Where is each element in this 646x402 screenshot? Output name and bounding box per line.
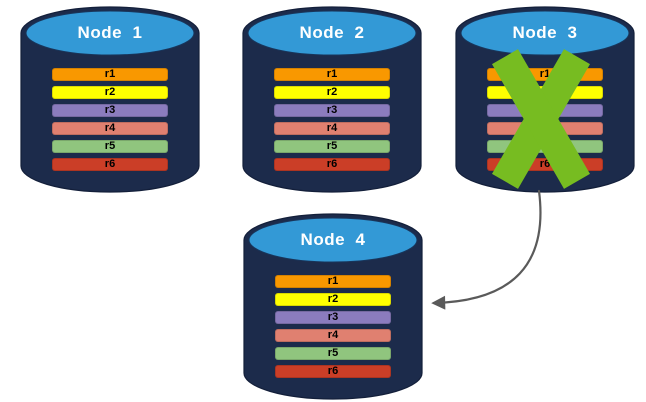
row-label: r6 (326, 158, 338, 170)
replica-rows: r1 r2 r3 r4 r5 r6 (487, 68, 603, 176)
replica-row: r4 (52, 122, 168, 135)
replica-row: r6 (52, 158, 168, 171)
replica-row: r3 (275, 311, 391, 324)
node-title: Node 1 (77, 23, 143, 42)
replica-row: r4 (274, 122, 390, 135)
replica-row: r5 (487, 140, 603, 153)
row-label: r3 (104, 104, 116, 116)
replica-row: r3 (52, 104, 168, 117)
row-label: r2 (104, 86, 116, 98)
row-label: r5 (104, 140, 116, 152)
replica-row: r1 (52, 68, 168, 81)
row-label: r1 (104, 68, 116, 80)
row-label: r3 (539, 104, 551, 116)
node-3: Node 3 r1 r2 r3 r4 r5 r6 (455, 5, 635, 193)
node-4: Node 4 r1 r2 r3 r4 r5 r6 (243, 212, 423, 400)
replica-row: r4 (275, 329, 391, 342)
row-label: r4 (326, 122, 338, 134)
row-label: r5 (327, 347, 339, 359)
replica-row: r2 (52, 86, 168, 99)
replica-row: r2 (274, 86, 390, 99)
replica-row: r1 (274, 68, 390, 81)
row-label: r5 (326, 140, 338, 152)
replica-row: r5 (52, 140, 168, 153)
row-label: r6 (327, 365, 339, 377)
cylinder-top-face (25, 10, 195, 56)
replica-row: r2 (487, 86, 603, 99)
replica-row: r6 (274, 158, 390, 171)
replica-row: r6 (487, 158, 603, 171)
replica-row: r3 (274, 104, 390, 117)
row-label: r1 (326, 68, 338, 80)
row-label: r3 (326, 104, 338, 116)
node-title: Node 2 (299, 23, 365, 42)
row-label: r2 (326, 86, 338, 98)
replica-row: r1 (487, 68, 603, 81)
replica-row: r3 (487, 104, 603, 117)
row-label: r6 (104, 158, 116, 170)
replica-row: r4 (487, 122, 603, 135)
row-label: r2 (539, 86, 551, 98)
row-label: r1 (539, 68, 551, 80)
replica-row: r6 (275, 365, 391, 378)
row-label: r2 (327, 293, 339, 305)
row-label: r1 (327, 275, 339, 287)
cylinder-top-face (248, 217, 418, 263)
replica-row: r2 (275, 293, 391, 306)
row-label: r6 (539, 158, 551, 170)
replica-row: r5 (274, 140, 390, 153)
replica-rows: r1 r2 r3 r4 r5 r6 (275, 275, 391, 383)
node-title: Node 3 (512, 23, 578, 42)
replica-row: r1 (275, 275, 391, 288)
cylinder-top-face (247, 10, 417, 56)
node-title: Node 4 (300, 230, 366, 249)
row-label: r4 (539, 122, 551, 134)
row-label: r5 (539, 140, 551, 152)
replica-rows: r1 r2 r3 r4 r5 r6 (274, 68, 390, 176)
replica-row: r5 (275, 347, 391, 360)
replica-rows: r1 r2 r3 r4 r5 r6 (52, 68, 168, 176)
node-2: Node 2 r1 r2 r3 r4 r5 r6 (242, 5, 422, 193)
row-label: r4 (327, 329, 339, 341)
rereplication-arrow (431, 189, 542, 310)
row-label: r4 (104, 122, 116, 134)
node-1: Node 1 r1 r2 r3 r4 r5 r6 (20, 5, 200, 193)
row-label: r3 (327, 311, 339, 323)
